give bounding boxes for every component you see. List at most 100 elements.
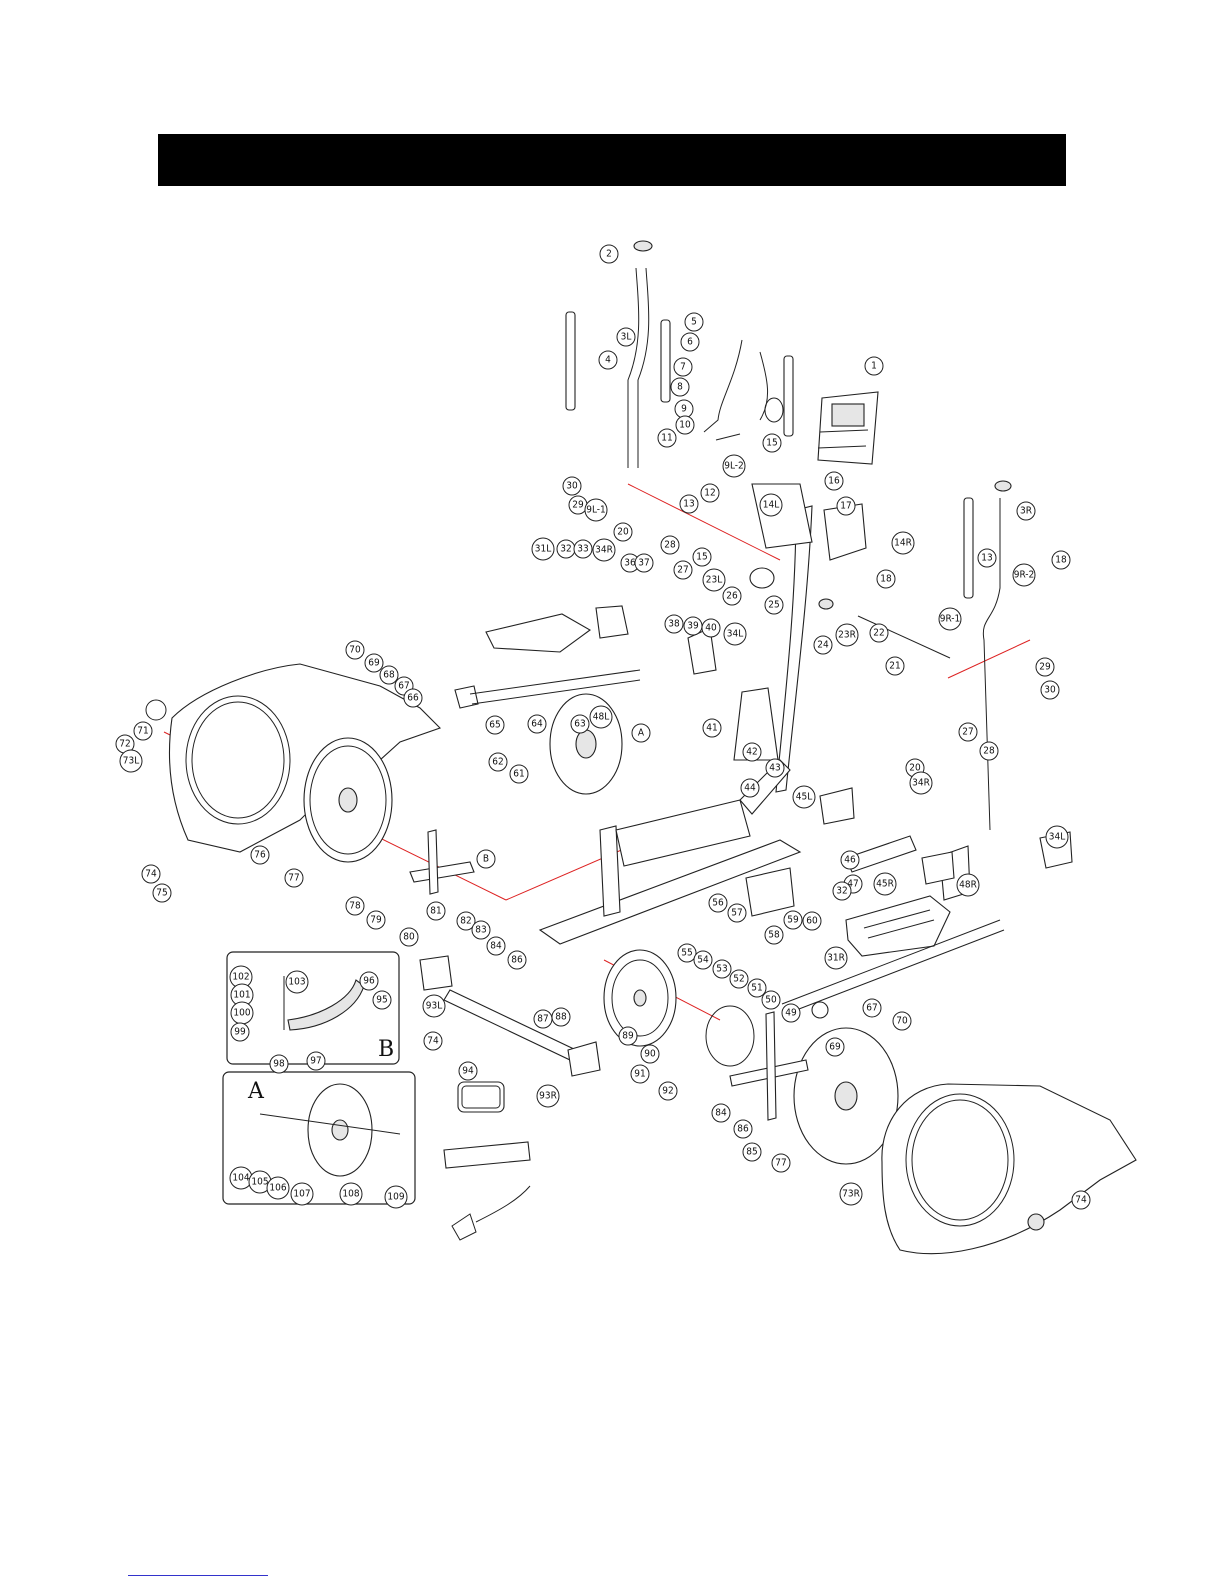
callout-label: 60: [806, 916, 818, 927]
callout-label: 45R: [876, 879, 894, 890]
right-pedal: [781, 895, 1005, 1019]
callout-91: 91: [630, 1064, 650, 1084]
callout-7: 7: [673, 357, 693, 377]
callout-53: 53: [712, 959, 732, 979]
callout-label: 15: [696, 552, 707, 563]
callout-34r: 34R: [592, 538, 616, 562]
console: [817, 391, 879, 465]
callout-label: 4: [605, 355, 611, 366]
callout-label: 34L: [727, 629, 743, 640]
callout-71: 71: [133, 721, 153, 741]
callout-39: 39: [683, 616, 703, 636]
callout-81: 81: [426, 901, 446, 921]
callout-label: 54: [697, 955, 709, 966]
callout-label: 50: [765, 995, 777, 1006]
callout-label: 90: [644, 1049, 656, 1060]
callout-label: 91: [634, 1069, 645, 1080]
callout-label: 100: [233, 1008, 250, 1019]
callout-label: 11: [661, 433, 672, 444]
callout-label: 48L: [593, 712, 609, 723]
callout-14l: 14L: [759, 493, 783, 517]
callout-label: 8: [677, 382, 683, 393]
callout-2: 2: [599, 244, 619, 264]
callout-label: B: [483, 854, 489, 865]
callout-label: 28: [983, 746, 995, 757]
callout-65: 65: [485, 715, 505, 735]
callout-label: 51: [751, 983, 762, 994]
callout-93r: 93R: [536, 1084, 560, 1108]
callout-99: 99: [230, 1022, 250, 1042]
callout-74: 74: [1071, 1190, 1091, 1210]
callout-label: 27: [962, 727, 973, 738]
callout-label: 69: [829, 1042, 841, 1053]
callout-label: 41: [706, 723, 717, 734]
callout-label: 72: [119, 739, 130, 750]
callout-89: 89: [618, 1026, 638, 1046]
callout-label: 79: [370, 915, 382, 926]
callout-label: 83: [475, 925, 486, 936]
mast: [733, 483, 867, 793]
callout-108: 108: [339, 1182, 363, 1206]
callout-label: 13: [683, 499, 694, 510]
callout-label: 30: [1044, 685, 1056, 696]
callout-6: 6: [680, 332, 700, 352]
callout-label: 63: [574, 719, 585, 730]
callout-label: 44: [744, 783, 756, 794]
callout-79: 79: [366, 910, 386, 930]
callout-label: 92: [662, 1086, 673, 1097]
callout-30: 30: [562, 476, 582, 496]
callout-43: 43: [765, 758, 785, 778]
callout-label: 9R-1: [940, 614, 961, 625]
callout-17: 17: [836, 496, 856, 516]
callout-77: 77: [771, 1153, 791, 1173]
handlebar-parts: [565, 240, 794, 468]
callout-94: 94: [458, 1061, 478, 1081]
callout-label: 82: [460, 916, 471, 927]
callout-1: 1: [864, 356, 884, 376]
callout-26: 26: [722, 586, 742, 606]
callout-label: 74: [1075, 1195, 1087, 1206]
header-bar: [158, 134, 1066, 186]
callout-87: 87: [533, 1009, 553, 1029]
callout-label: 101: [233, 990, 250, 1001]
callout-83: 83: [471, 920, 491, 940]
callout-60: 60: [802, 911, 822, 931]
callout-31l: 31L: [531, 537, 555, 561]
callout-label: 14L: [763, 500, 779, 511]
callout-label: 94: [462, 1066, 474, 1077]
callout-69: 69: [364, 653, 384, 673]
footer-link-underline: [128, 1575, 268, 1576]
callout-label: 12: [704, 488, 715, 499]
callout-label: 108: [342, 1189, 359, 1200]
callout-label: 70: [896, 1016, 908, 1027]
callout-34r: 34R: [909, 771, 933, 795]
callout-label: 20: [617, 527, 629, 538]
callout-label: 6: [687, 337, 693, 348]
callout-label: 29: [572, 500, 584, 511]
callout-label: 86: [511, 955, 523, 966]
callout-73l: 73L: [119, 749, 143, 773]
callout-44: 44: [740, 778, 760, 798]
callout-label: 40: [705, 623, 717, 634]
callout-13: 13: [679, 494, 699, 514]
callout-label: 85: [746, 1147, 757, 1158]
callout-37: 37: [634, 553, 654, 573]
callout-label: 107: [293, 1189, 310, 1200]
callout-18: 18: [876, 569, 896, 589]
callout-97: 97: [306, 1051, 326, 1071]
callout-57: 57: [727, 903, 747, 923]
callout-label: 2: [606, 249, 612, 260]
callout-11: 11: [657, 428, 677, 448]
callout-77: 77: [284, 868, 304, 888]
callout-32: 32: [556, 539, 576, 559]
inset-a: A: [222, 1071, 416, 1205]
callout-label: 18: [1055, 555, 1067, 566]
callout-label: 39: [687, 621, 699, 632]
callout-54: 54: [693, 950, 713, 970]
callout-label: 34R: [595, 545, 613, 556]
callout-label: 93R: [539, 1091, 557, 1102]
callout-46: 46: [840, 850, 860, 870]
callout-label: 57: [731, 908, 742, 919]
callout-label: 56: [712, 898, 724, 909]
